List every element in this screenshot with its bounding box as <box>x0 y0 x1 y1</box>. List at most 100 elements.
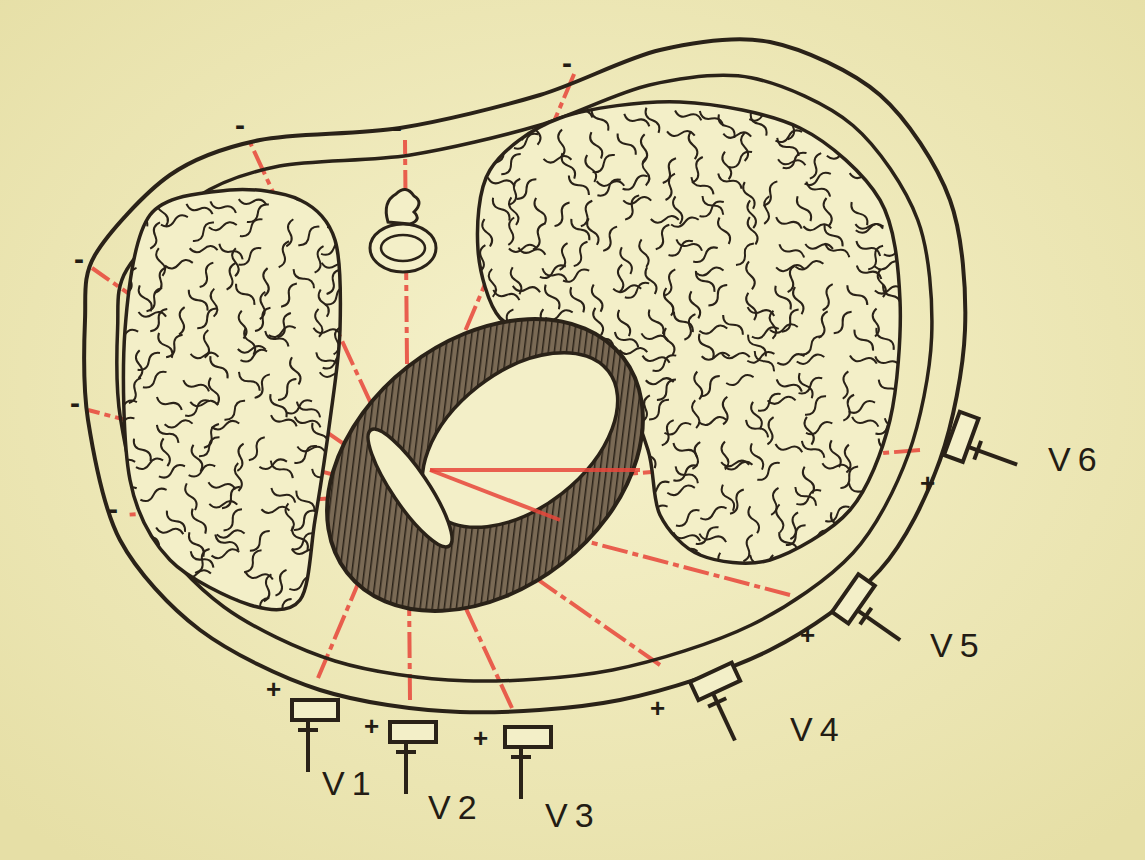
lung-texture <box>825 225 843 246</box>
right-lung <box>123 189 340 609</box>
lung-texture <box>315 246 324 273</box>
lung-texture <box>236 284 254 305</box>
lung-texture <box>823 284 833 310</box>
lung-texture <box>327 203 347 222</box>
lung-texture <box>873 526 883 552</box>
lung-texture <box>295 417 321 428</box>
lung-texture <box>642 506 668 519</box>
lung-texture <box>764 196 769 224</box>
lung-texture <box>875 286 903 294</box>
lung-texture <box>852 417 878 427</box>
lung-texture <box>770 311 777 339</box>
lung-texture <box>664 328 674 355</box>
lung-texture <box>603 227 617 251</box>
lung-texture <box>190 401 218 406</box>
lung-texture <box>666 174 675 200</box>
lung-texture <box>509 245 537 252</box>
lung-texture <box>156 553 177 572</box>
lung-texture <box>275 570 286 596</box>
lung-texture <box>889 483 900 509</box>
lung-texture <box>601 533 625 549</box>
lung-texture <box>269 326 296 337</box>
lung-texture <box>723 132 751 138</box>
lung-texture <box>135 593 146 620</box>
lung-texture <box>328 572 339 598</box>
lung-texture <box>569 175 589 195</box>
lung-texture <box>847 285 867 305</box>
lung-texture <box>158 333 172 358</box>
lung-texture <box>567 107 593 117</box>
lung-texture <box>183 570 211 577</box>
lung-texture <box>140 489 166 501</box>
lung-texture <box>195 549 210 573</box>
lung-texture <box>664 423 691 435</box>
lung-texture <box>643 157 650 185</box>
lung-texture <box>210 356 227 378</box>
lung-texture <box>623 176 648 190</box>
lung-texture <box>651 216 679 223</box>
lung-texture <box>725 462 753 470</box>
lung-texture <box>718 173 741 188</box>
lung-texture <box>676 510 700 526</box>
lung-texture <box>476 152 487 178</box>
lung-texture <box>273 599 291 620</box>
lung-texture <box>875 261 903 269</box>
lung-texture <box>620 247 632 274</box>
lung-texture <box>255 308 270 331</box>
lung-texture <box>799 378 823 394</box>
lung-texture <box>192 509 206 534</box>
chest-cavity <box>117 75 932 681</box>
lung-texture <box>872 484 877 512</box>
lung-texture <box>312 423 328 447</box>
lung-texture <box>848 401 875 413</box>
lung-texture <box>696 267 724 275</box>
chest-wall <box>84 39 965 712</box>
lung-texture <box>665 269 675 295</box>
lung-texture <box>592 285 603 312</box>
lung-texture <box>514 113 524 140</box>
lung-texture <box>691 177 713 194</box>
lung-texture <box>587 218 598 245</box>
lung-texture <box>884 244 911 256</box>
lung-texture <box>881 464 903 482</box>
lung-texture <box>508 217 514 244</box>
lung-texture <box>150 309 167 331</box>
lung-texture <box>165 420 193 427</box>
lead-name: V3 <box>545 798 601 832</box>
lung-texture <box>320 372 348 377</box>
lung-texture <box>189 290 208 311</box>
lung-texture <box>250 531 270 551</box>
lung-texture <box>618 265 623 293</box>
lung-texture <box>543 156 571 163</box>
lung-texture <box>296 491 314 512</box>
lung-texture <box>239 199 266 204</box>
lung-texture <box>239 372 260 391</box>
lung-texture <box>193 223 214 242</box>
lung-texture <box>664 288 673 316</box>
lung-texture <box>700 201 724 216</box>
lung-texture <box>726 375 753 385</box>
lung-texture <box>278 379 296 400</box>
lung-texture <box>645 267 656 294</box>
lung-texture <box>130 204 147 226</box>
lung-texture <box>843 395 854 421</box>
lung-texture <box>769 555 775 583</box>
lung-texture <box>632 551 642 577</box>
lung-texture <box>883 157 911 163</box>
lung-texture <box>211 289 218 317</box>
lung-texture <box>134 439 151 462</box>
lung-texture <box>317 202 329 228</box>
lung-texture <box>749 109 776 120</box>
lung-texture <box>859 115 882 130</box>
lung-texture <box>876 110 891 134</box>
lung-texture <box>728 152 752 168</box>
lung-texture <box>149 574 165 597</box>
lung-texture <box>197 309 217 329</box>
lung-texture <box>224 401 245 420</box>
lung-texture <box>161 438 170 466</box>
lung-texture <box>907 553 917 580</box>
negative-pole-sign: - <box>74 244 84 274</box>
negative-pole-sign: - <box>392 112 402 142</box>
lung-texture <box>532 117 540 145</box>
lung-texture <box>501 154 520 174</box>
